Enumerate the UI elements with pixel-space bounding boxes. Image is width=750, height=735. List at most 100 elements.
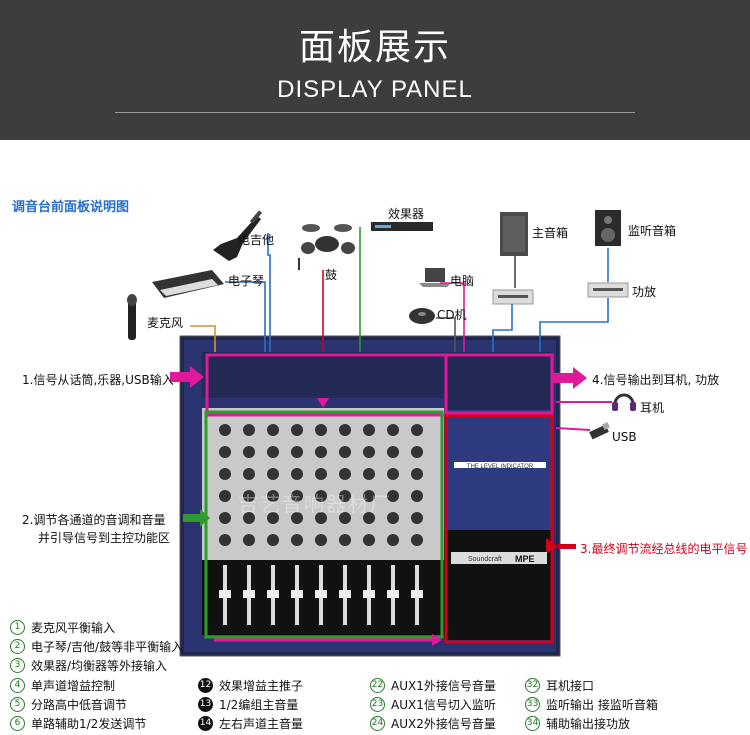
channel-knob[interactable]: [339, 534, 351, 546]
channel-knob[interactable]: [387, 446, 399, 458]
legend-number: 23: [370, 697, 385, 712]
channel-knob[interactable]: [363, 490, 375, 502]
legend-number: 5: [10, 697, 25, 712]
channel-knob[interactable]: [363, 424, 375, 436]
channel-knob[interactable]: [291, 468, 303, 480]
channel-knob[interactable]: [219, 468, 231, 480]
electric-guitar-icon: [213, 210, 263, 261]
channel-knob[interactable]: [243, 490, 255, 502]
computer-label: 电脑: [450, 274, 475, 288]
channel-fader-cap[interactable]: [387, 590, 399, 598]
legend-item: 5 分路高中低音调节: [10, 696, 127, 713]
effects-processor-icon: [371, 222, 433, 231]
channel-knob[interactable]: [363, 468, 375, 480]
channel-knob[interactable]: [267, 446, 279, 458]
usb-label: USB: [612, 430, 637, 444]
legend-number: 3: [10, 658, 25, 673]
keyboard-label: 电子琴: [228, 274, 265, 288]
channel-knob[interactable]: [411, 512, 423, 524]
channel-knob[interactable]: [267, 424, 279, 436]
brand-label: Soundcraft: [468, 556, 502, 563]
channel-knob[interactable]: [411, 446, 423, 458]
level-indicator-label: THE LEVEL INDICATOR: [467, 464, 534, 470]
legend-number: 22: [370, 678, 385, 693]
channel-knob[interactable]: [339, 468, 351, 480]
channel-knob[interactable]: [315, 424, 327, 436]
usb-stick-icon: [589, 422, 610, 440]
guitar-label: 电吉他: [238, 233, 275, 247]
channel-knob[interactable]: [339, 424, 351, 436]
down-arrow: [317, 398, 329, 408]
channel-knob[interactable]: [363, 534, 375, 546]
channel-knob[interactable]: [291, 424, 303, 436]
channel-knob[interactable]: [387, 468, 399, 480]
keyboard-icon: [152, 270, 224, 298]
channel-knob[interactable]: [363, 446, 375, 458]
usb-line: [555, 427, 591, 431]
drums-label: 鼓: [325, 268, 338, 282]
channel-knob[interactable]: [315, 490, 327, 502]
channel-knob[interactable]: [267, 534, 279, 546]
channel-knob[interactable]: [219, 424, 231, 436]
model-label: MPE: [515, 554, 535, 564]
channel-knob[interactable]: [339, 490, 351, 502]
channel-knob[interactable]: [219, 512, 231, 524]
channel-knob[interactable]: [243, 512, 255, 524]
amplifier-icon-1: [492, 289, 534, 305]
channel-knob[interactable]: [267, 468, 279, 480]
channel-knob[interactable]: [339, 446, 351, 458]
channel-knob[interactable]: [315, 534, 327, 546]
channel-knob[interactable]: [243, 468, 255, 480]
effects-label: 效果器: [388, 207, 425, 221]
cd-player-icon: [409, 308, 435, 324]
channel-fader-cap[interactable]: [363, 590, 375, 598]
legend-text: 电子琴/吉他/鼓等非平衡输入: [31, 640, 184, 654]
channel-knob[interactable]: [339, 512, 351, 524]
legend-number: 13: [198, 697, 213, 712]
channel-fader-cap[interactable]: [219, 590, 231, 598]
channel-knob[interactable]: [315, 468, 327, 480]
channel-knob[interactable]: [291, 512, 303, 524]
legend-text: 监听输出 接监听音箱: [546, 698, 658, 712]
legend-text: 分路高中低音调节: [31, 698, 128, 712]
channel-zone-box: [204, 410, 444, 639]
channel-knob[interactable]: [243, 424, 255, 436]
microphone-icon: [127, 294, 137, 340]
channel-knob[interactable]: [219, 446, 231, 458]
channel-knob[interactable]: [411, 424, 423, 436]
channel-fader-cap[interactable]: [411, 590, 423, 598]
channel-fader-cap[interactable]: [291, 590, 303, 598]
channel-knob[interactable]: [387, 490, 399, 502]
channel-knob[interactable]: [387, 424, 399, 436]
output-zone-box: [444, 353, 554, 415]
channel-knob[interactable]: [243, 534, 255, 546]
channel-knob[interactable]: [267, 512, 279, 524]
channel-knob[interactable]: [363, 512, 375, 524]
channel-knob[interactable]: [315, 446, 327, 458]
channel-knob[interactable]: [387, 512, 399, 524]
channel-knob[interactable]: [291, 490, 303, 502]
channel-knob[interactable]: [243, 446, 255, 458]
channel-knob[interactable]: [219, 490, 231, 502]
routing-lines: [190, 227, 609, 352]
channel-knob[interactable]: [411, 534, 423, 546]
channel-knob[interactable]: [291, 534, 303, 546]
channel-knob[interactable]: [219, 534, 231, 546]
legend-text: 效果器/均衡器等外接输入: [31, 659, 168, 673]
channel-fader-cap[interactable]: [339, 590, 351, 598]
channel-fader-cap[interactable]: [315, 590, 327, 598]
channel-knob[interactable]: [267, 490, 279, 502]
headphone-icon: [612, 393, 636, 411]
channel-knob[interactable]: [315, 512, 327, 524]
channel-fader-cap[interactable]: [243, 590, 255, 598]
channel-knob[interactable]: [411, 468, 423, 480]
header-banner: 面板展示 DISPLAY PANEL: [0, 0, 750, 140]
channel-knob[interactable]: [291, 446, 303, 458]
channel-knob[interactable]: [411, 490, 423, 502]
legend-number: 4: [10, 678, 25, 693]
channel-knob[interactable]: [387, 534, 399, 546]
channel-fader-cap[interactable]: [267, 590, 279, 598]
